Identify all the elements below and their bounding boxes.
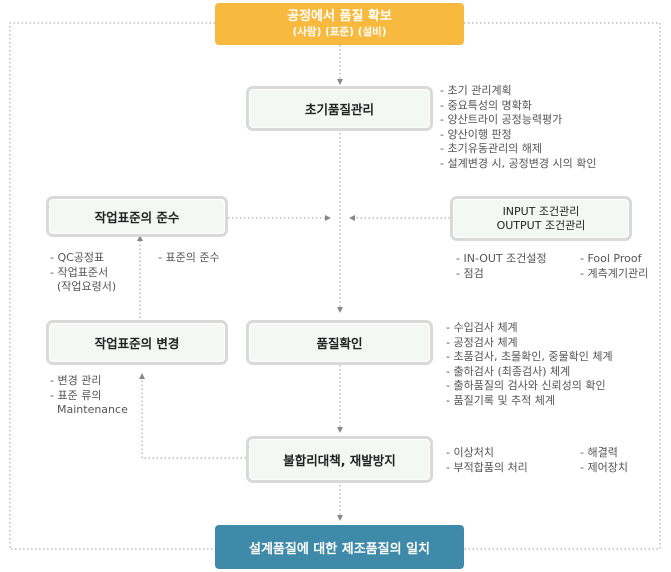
flow-arrow: [139, 373, 246, 459]
outer-frame-line: [464, 22, 661, 550]
outer-frame-line: [9, 22, 215, 550]
note-item: - 이상처치: [446, 446, 494, 459]
note-item: Maintenance: [50, 403, 128, 416]
note-item: - 부적합품의 처리: [446, 460, 528, 474]
note-item: - 품질기록 및 추적 체계: [446, 393, 556, 407]
note-item: - 중요특성의 명확화: [440, 98, 532, 112]
note-item: - 초품검사, 초물확인, 중물확인 체계: [446, 350, 613, 363]
note-item: - 표준의 준수: [158, 251, 220, 264]
notes-io-settings: - IN-OUT 조건설정 - 점검: [456, 252, 547, 281]
note-item: - IN-OUT 조건설정: [456, 252, 547, 265]
goal-box-process-quality: 공정에서 품질 확보 (사람) (표준) (설비): [215, 3, 464, 45]
note-item: - 설계변경 시, 공정변경 시의 확인: [440, 156, 597, 170]
note-item: - 작업표준서: [50, 265, 109, 279]
note-item: - 계측계기관리: [580, 266, 649, 280]
notes-standard-compliance-docs: - QC공정표 - 작업표준서 (작업요령서): [50, 251, 116, 295]
goal-subtitle: (사람) (표준) (설비): [292, 26, 387, 38]
note-item: - Fool Proof: [580, 252, 642, 265]
note-item: - 제어장치: [580, 460, 628, 474]
box-initial-quality: 초기품질관리: [246, 86, 433, 131]
note-item: - 공정검사 체계: [446, 335, 518, 349]
note-item: - 출하품질의 검사와 신뢰성의 확인: [446, 379, 606, 392]
result-box-design-manufacturing: 설계품질에 대한 제조품질의 일치: [215, 525, 464, 569]
io-line-2: OUTPUT 조건관리: [496, 218, 586, 232]
notes-nonconformity-controls: - 해결력 - 제어장치: [580, 446, 628, 475]
goal-title: 공정에서 품질 확보: [287, 9, 392, 24]
notes-io-devices: - Fool Proof - 계측계기관리: [580, 252, 648, 281]
note-item: - 변경 관리: [50, 374, 102, 387]
note-item: - 양산트라이 공정능력평가: [440, 113, 563, 126]
note-item: (작업요령서): [50, 280, 117, 293]
box-quality-check: 품질확인: [246, 320, 433, 365]
note-item: - 표준 류의: [50, 388, 102, 402]
box-nonconformity-prevention: 불합리대책, 재발방지: [246, 436, 433, 483]
note-item: - 양산이행 판정: [440, 127, 512, 141]
notes-standard-change: - 변경 관리 - 표준 류의 Maintenance: [50, 374, 128, 418]
notes-quality-check: - 수입검사 체계 - 공정검사 체계 - 초품검사, 초물확인, 중물확인 체…: [446, 321, 613, 408]
note-item: - 해결력: [580, 446, 618, 459]
box-input-output-control: INPUT 조건관리 OUTPUT 조건관리: [450, 196, 632, 241]
notes-standard-compliance-rule: - 표준의 준수: [158, 251, 220, 266]
notes-nonconformity-actions: - 이상처치 - 부적합품의 처리: [446, 446, 528, 475]
note-item: - 수입검사 체계: [446, 321, 518, 334]
box-standard-change: 작업표준의 변경: [46, 320, 228, 365]
note-item: - 점검: [456, 266, 484, 280]
note-item: - 초기 관리계획: [440, 84, 512, 97]
note-item: - 초기유동관리의 해제: [440, 142, 543, 155]
box-standard-compliance: 작업표준의 준수: [46, 196, 228, 237]
note-item: - QC공정표: [50, 251, 105, 264]
io-line-1: INPUT 조건관리: [502, 204, 580, 218]
notes-initial-quality: - 초기 관리계획 - 중요특성의 명확화 - 양산트라이 공정능력평가 - 양…: [440, 84, 597, 171]
note-item: - 출하검사 (최종검사) 체계: [446, 364, 571, 378]
